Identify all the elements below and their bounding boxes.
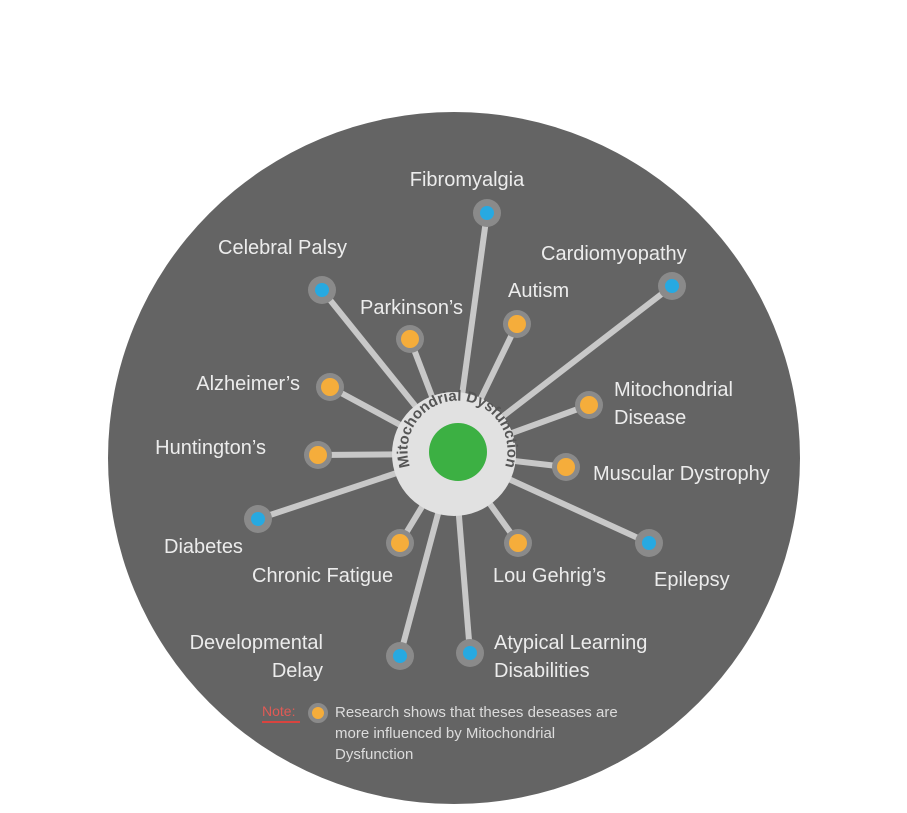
- node-dot-alzheimers: [321, 378, 339, 396]
- node-dot-autism: [508, 315, 526, 333]
- note-text: Research shows that theses deseases are …: [335, 704, 618, 763]
- node-label-huntingtons: Huntington’s: [155, 437, 266, 459]
- center-node: [429, 423, 487, 481]
- node-label-chronic-fatigue: Chronic Fatigue: [252, 565, 394, 587]
- node-dot-huntingtons: [309, 446, 327, 464]
- note-label: Note:: [262, 703, 296, 719]
- node-label-cardiomyopathy: Cardiomyopathy: [541, 243, 687, 265]
- node-label-autism: Autism: [508, 280, 570, 302]
- node-dot-celebral-palsy: [315, 283, 329, 297]
- node-dot-lou-gehrigs: [509, 534, 527, 552]
- more-influenced-legend-dot: [308, 703, 328, 723]
- disease-nodes: [244, 199, 686, 670]
- node-dot-diabetes: [251, 512, 265, 526]
- node-label-diabetes: Diabetes: [164, 536, 243, 558]
- node-dot-parkinsons: [401, 330, 419, 348]
- node-label-atypical-learning: Atypical Learning Disabilities: [494, 632, 648, 682]
- node-label-fibromyalgia: Fibromyalgia: [409, 169, 525, 191]
- note-legend: Note: Research shows that theses desease…: [262, 702, 642, 772]
- node-label-muscular-dystrophy: Muscular Dystrophy: [593, 463, 770, 485]
- node-label-alzheimers: Alzheimer’s: [196, 373, 300, 395]
- node-dot-atypical-learning: [463, 646, 477, 660]
- node-dot-muscular-dystrophy: [557, 458, 575, 476]
- node-label-celebral-palsy: Celebral Palsy: [218, 237, 347, 259]
- node-label-parkinsons: Parkinson’s: [360, 297, 464, 319]
- note-underline: [262, 721, 300, 723]
- node-label-epilepsy: Epilepsy: [654, 569, 730, 591]
- node-label-developmental-delay: Developmental Delay: [189, 632, 323, 682]
- node-label-lou-gehrigs: Lou Gehrig’s: [493, 565, 607, 587]
- node-dot-cardiomyopathy: [665, 279, 679, 293]
- node-dot-mitochondrial-disease: [580, 396, 598, 414]
- node-dot-fibromyalgia: [480, 206, 494, 220]
- node-dot-chronic-fatigue: [391, 534, 409, 552]
- node-label-mitochondrial-disease: Mitochondrial Disease: [614, 379, 733, 429]
- node-dot-developmental-delay: [393, 649, 407, 663]
- node-dot-epilepsy: [642, 536, 656, 550]
